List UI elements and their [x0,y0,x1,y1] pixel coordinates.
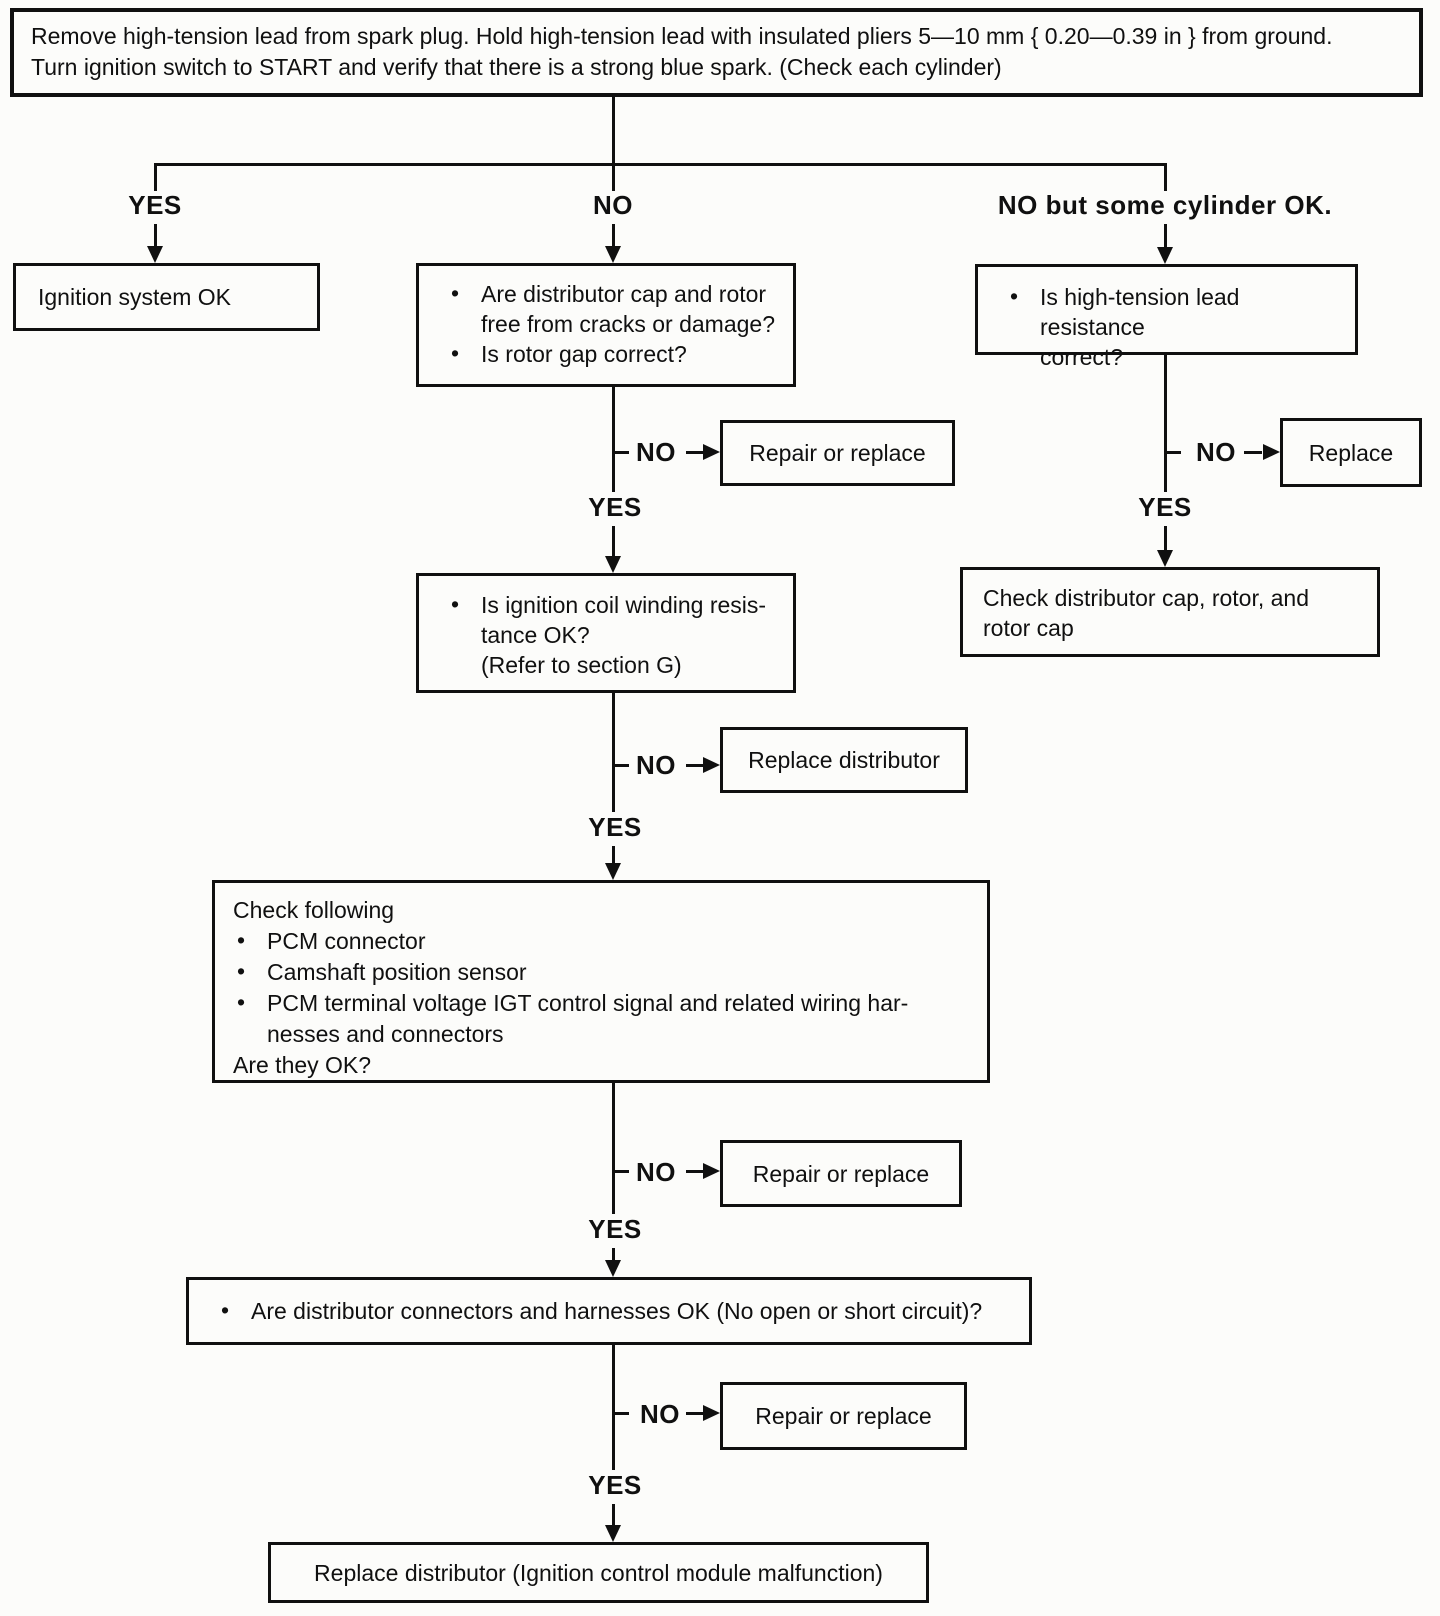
arrowhead-down-icon [1157,247,1173,264]
edge-yes-to-ignition-ok [154,224,157,248]
arrowhead-right-icon [703,757,720,773]
label-yes-2: YES [588,812,642,842]
edge-no-to-repair-3 [686,1412,704,1415]
edge-no-to-repair-1 [686,451,704,454]
node-paragraph: Camshaft position sensor [233,956,977,988]
node-repair-or-replace-1: Repair or replace [720,420,955,486]
edge-no-tick [615,451,629,454]
arrowhead-right-icon [1263,444,1280,460]
edge-cap-rotor-down [612,387,615,492]
node-check-following: Check followingPCM connectorCamshaft pos… [212,880,990,1083]
edge-branch-hline [154,163,1167,166]
edge-no-to-repair-2 [686,1170,704,1173]
node-final-replace-distributor: Replace distributor (Ignition control mo… [268,1542,929,1603]
node-coil-winding-question: Is ignition coil winding resis- tance OK… [416,573,796,693]
label-no-4: NO [640,1399,680,1429]
node-repair-or-replace-3: Repair or replace [720,1382,967,1450]
edge-connectors-down [612,1345,615,1470]
edge-no-tick [1167,451,1181,454]
edge-no-to-replace-distributor [686,764,704,767]
node-repair-or-replace-3-text: Repair or replace [755,1403,932,1429]
arrowhead-right-icon [703,1163,720,1179]
edge-no-tick [615,764,629,767]
arrowhead-right-icon [703,444,720,460]
edge-no-to-replace [1244,451,1262,454]
node-start: Remove high-tension lead from spark plug… [10,8,1423,97]
edge-no-tick [615,1412,629,1415]
edge-branch-right-stub [1164,163,1167,191]
node-connectors-harnesses-question: Are distributor connectors and harnesses… [186,1277,1032,1345]
label-no-1: NO [636,437,676,467]
arrowhead-down-icon [605,246,621,263]
node-lead-resistance-question: Is high-tension lead resistance correct? [975,264,1358,370]
node-distributor-cap-rotor-question: Are distributor cap and rotor free from … [416,263,796,387]
node-repair-or-replace-1-text: Repair or replace [749,440,926,466]
node-paragraph: PCM terminal voltage IGT control signal … [233,987,977,1050]
node-ignition-system-ok-text: Ignition system OK [38,284,232,310]
label-yes-3: YES [588,1214,642,1244]
label-yes-4: YES [588,1470,642,1500]
node-paragraph: Are distributor cap and rotor free from … [447,278,787,339]
arrowhead-down-icon [147,246,163,263]
label-no-right: NO [1196,437,1236,467]
edge-start-down [612,97,615,163]
edge-yes-to-check-following [612,846,615,864]
arrowhead-down-icon [605,1525,621,1542]
node-check-distributor-cap: Check distributor cap, rotor, and rotor … [960,567,1380,657]
node-repair-or-replace-2: Repair or replace [720,1140,962,1207]
arrowhead-down-icon [605,1260,621,1277]
edge-yes-to-connectors [612,1248,615,1262]
edge-coil-down [612,693,615,812]
node-replace-distributor: Replace distributor [720,727,968,793]
edge-lead-resistance-down [1164,355,1167,492]
node-ignition-system-ok: Ignition system OK [13,263,320,331]
node-paragraph: Check following [233,897,395,923]
node-paragraph: Are distributor connectors and harnesses… [217,1295,982,1326]
edge-branch-left-stub [154,163,157,191]
label-yes-1: YES [588,492,642,522]
node-replace-distributor-text: Replace distributor [748,747,940,773]
branch-label-no: NO [593,190,633,220]
edge-nosome-to-lead-resistance [1164,224,1167,248]
edge-yes-to-check-cap [1164,526,1167,551]
node-paragraph: Is rotor gap correct? [447,338,787,369]
node-final-replace-distributor-text: Replace distributor (Ignition control mo… [314,1559,883,1586]
edge-yes-to-final [612,1504,615,1526]
branch-label-yes: YES [128,190,182,220]
edge-branch-mid-stub [612,163,615,191]
arrowhead-down-icon [605,863,621,880]
arrowhead-down-icon [1157,550,1173,567]
edge-no-to-cap-rotor [612,224,615,248]
arrowhead-right-icon [703,1405,720,1421]
edge-check-following-down [612,1083,615,1214]
node-replace-text: Replace [1308,439,1394,466]
node-paragraph: PCM connector [233,925,977,957]
arrowhead-down-icon [605,556,621,573]
edge-no-tick [615,1170,629,1173]
node-start-text: Remove high-tension lead from spark plug… [31,23,1333,80]
branch-label-no-but-some-cylinder-ok: NO but some cylinder OK. [997,190,1333,220]
node-repair-or-replace-2-text: Repair or replace [752,1160,930,1187]
node-paragraph: Are they OK? [233,1052,372,1078]
node-paragraph: Is ignition coil winding resis- tance OK… [447,589,787,680]
edge-yes-to-coil [612,526,615,556]
label-no-2: NO [636,750,676,780]
node-paragraph: Is high-tension lead resistance correct? [1006,281,1349,372]
label-yes-right: YES [1138,492,1192,522]
node-check-distributor-cap-text: Check distributor cap, rotor, and rotor … [983,585,1309,641]
label-no-3: NO [636,1157,676,1187]
node-replace: Replace [1280,418,1422,487]
